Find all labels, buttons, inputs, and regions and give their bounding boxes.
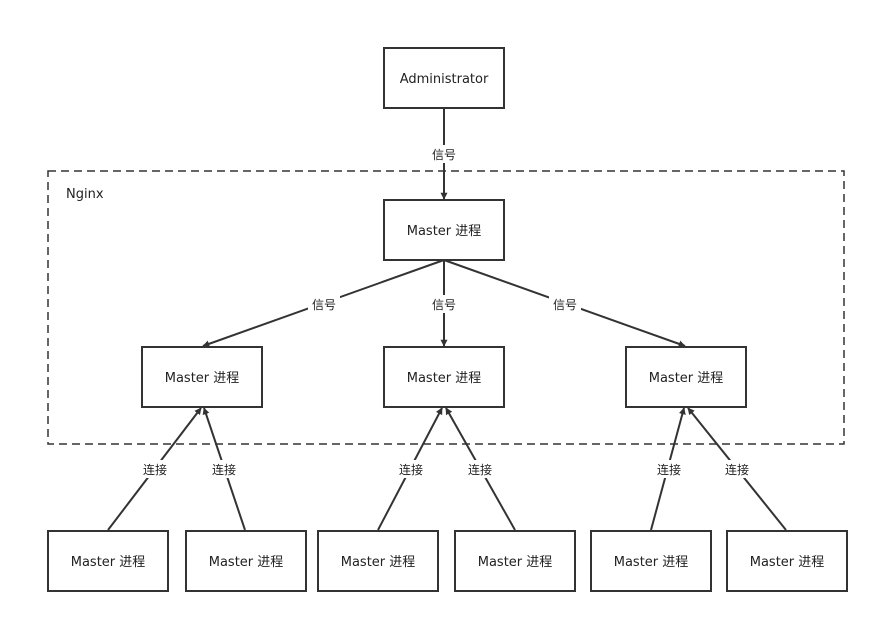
edge-master-to-right: 信号 <box>443 259 686 348</box>
node-client-3-label: Master 进程 <box>341 555 416 570</box>
node-master: Master 进程 <box>383 199 505 261</box>
node-client-5: Master 进程 <box>590 530 712 592</box>
edge-client-6-to-right: 连接 <box>687 407 787 531</box>
edge-label-connect: 连接 <box>212 462 236 477</box>
node-client-2: Master 进程 <box>185 530 307 592</box>
node-worker-left-label: Master 进程 <box>165 371 240 386</box>
node-client-3: Master 进程 <box>317 530 439 592</box>
nginx-group-label: Nginx <box>66 187 104 202</box>
node-worker-right: Master 进程 <box>625 346 747 408</box>
node-worker-center: Master 进程 <box>383 346 505 408</box>
edge-client-2-to-left: 连接 <box>202 407 246 531</box>
node-client-4: Master 进程 <box>454 530 576 592</box>
edge-client-1-to-left: 连接 <box>107 407 202 531</box>
edge-label-connect: 连接 <box>725 462 749 477</box>
node-worker-left: Master 进程 <box>141 346 263 408</box>
edge-label-signal: 信号 <box>312 298 336 312</box>
edge-master-to-center: 信号 <box>428 260 460 347</box>
edge-label-signal: 信号 <box>432 148 456 162</box>
edge-client-5-to-right: 连接 <box>650 407 686 531</box>
node-master-label: Master 进程 <box>407 224 482 239</box>
node-client-4-label: Master 进程 <box>478 555 553 570</box>
edge-label-connect: 连接 <box>468 462 492 477</box>
edge-label-connect: 连接 <box>143 462 167 477</box>
edge-label-signal: 信号 <box>553 298 577 312</box>
edge-client-3-to-center: 连接 <box>377 407 443 531</box>
nginx-group-border <box>47 170 845 445</box>
node-client-6: Master 进程 <box>726 530 848 592</box>
edge-label-connect: 连接 <box>399 462 423 477</box>
node-client-6-label: Master 进程 <box>750 555 825 570</box>
edge-label-connect: 连接 <box>657 462 681 477</box>
edge-admin-to-master: 信号 <box>428 108 460 200</box>
node-client-1-label: Master 进程 <box>71 555 146 570</box>
node-worker-center-label: Master 进程 <box>407 371 482 386</box>
nginx-group: Nginx <box>47 170 845 445</box>
node-client-5-label: Master 进程 <box>614 555 689 570</box>
node-client-1: Master 进程 <box>47 530 169 592</box>
edge-label-signal: 信号 <box>432 298 456 312</box>
node-worker-right-label: Master 进程 <box>649 371 724 386</box>
node-administrator-label: Administrator <box>400 72 489 87</box>
node-client-2-label: Master 进程 <box>209 555 284 570</box>
edge-client-4-to-center: 连接 <box>445 407 516 531</box>
edge-master-to-left: 信号 <box>202 259 445 348</box>
node-administrator: Administrator <box>383 47 505 109</box>
